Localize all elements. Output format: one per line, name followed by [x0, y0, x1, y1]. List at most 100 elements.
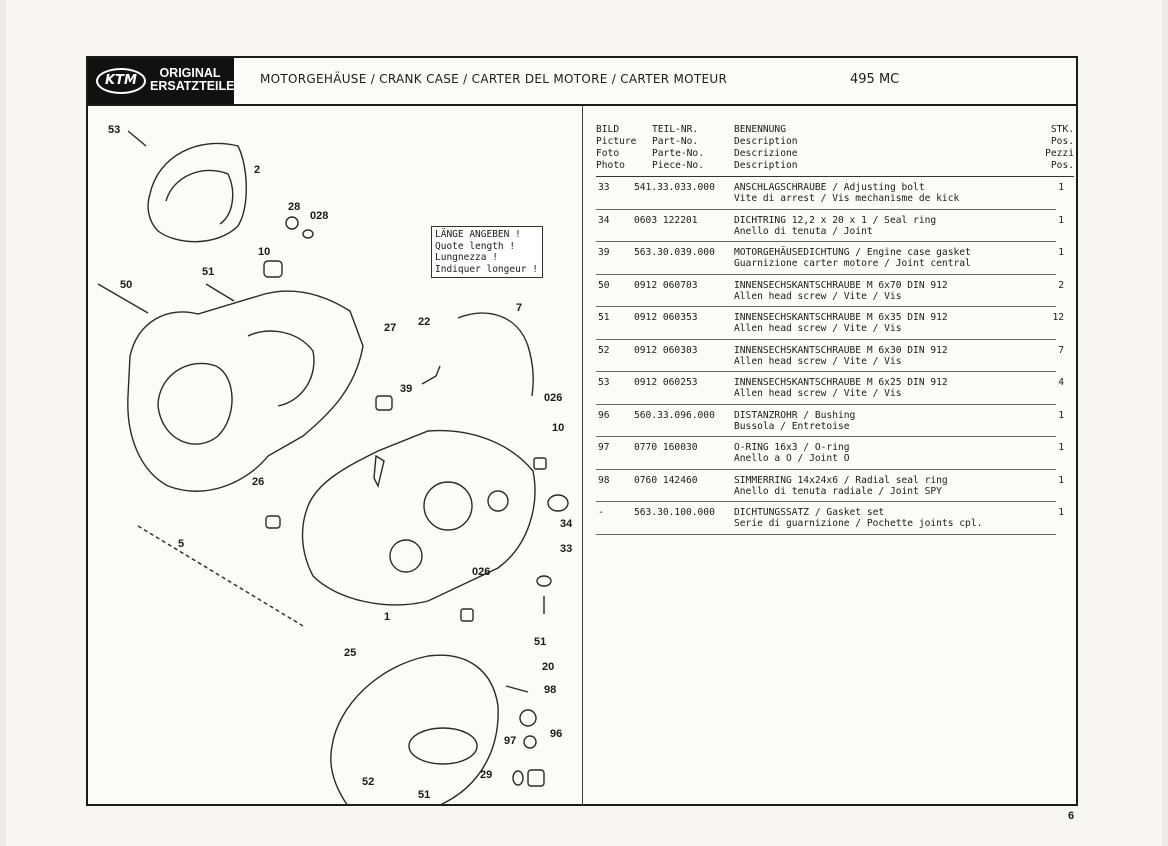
clutch-cover-emblem: [408, 727, 478, 765]
header-picture-de: BILD: [596, 124, 620, 135]
header-quantity: STK. Pos. Pezzi Pos.: [1045, 124, 1074, 172]
callout-28: 28: [288, 201, 301, 213]
parts-table: BILD Picture Foto Photo TEIL-NR. Part-No…: [596, 122, 1074, 535]
row-part-no: 0912 060703: [634, 279, 698, 291]
row-part-no: 563.30.100.000: [634, 507, 715, 518]
left-half-web: [247, 330, 315, 407]
hose-7: [457, 312, 534, 397]
bushing-10-left: [263, 260, 283, 278]
right-half-bore-2: [389, 539, 423, 573]
header-picture: BILD Picture Foto Photo: [596, 124, 636, 172]
row-desc-line-1: SIMMERRING 14x24x6 / Radial seal ring: [734, 474, 948, 486]
callout-026-upper: 026: [544, 392, 563, 404]
callout-1: 1: [384, 611, 391, 623]
row-desc-line-1: INNENSECHSKANTSCHRAUBE M 6x70 DIN 912: [734, 279, 948, 291]
cover-2-shape: [147, 142, 247, 243]
part-20: [519, 709, 537, 727]
row-picture: 96: [598, 409, 610, 421]
part-28: [285, 216, 299, 230]
row-part-no: 0770 160030: [634, 442, 698, 453]
row-desc-line-1: INNENSECHSKANTSCHRAUBE M 6x35 DIN 912: [734, 312, 948, 323]
header-description: BENENNUNG Description Descrizione Descri…: [734, 124, 798, 172]
header-qty-fr: Pos.: [1050, 160, 1074, 171]
note-line-2: Quote length !: [435, 240, 516, 252]
row-desc-line-1: ANSCHLAGSCHRAUBE / Adjusting bolt: [734, 182, 925, 193]
callout-52: 52: [362, 776, 375, 788]
row-desc-line-2: Vite di arrest / Vis mechanisme de kick: [734, 193, 960, 204]
part-026-upper: [533, 457, 547, 470]
table-row: 53 0912 060253 INNENSECHSKANTSCHRAUBE M 6x…: [596, 372, 1064, 405]
header-desc-de: BENENNUNG: [734, 124, 786, 135]
header-picture-fr: Photo: [596, 160, 625, 171]
callout-51-top: 51: [202, 266, 215, 278]
table-row: 34 0603 122201 DICHTRING 12,2 x 20 x 1 / S…: [596, 210, 1064, 242]
callout-97: 97: [504, 735, 517, 747]
row-part-no: 560.33.096.000: [634, 409, 715, 421]
part-26: [265, 515, 281, 529]
bushing-27: [375, 395, 393, 411]
exploded-diagram: LÄNGE ANGEBEN ! Quote length ! Lungnezza…: [88, 106, 582, 806]
row-desc-line-1: DICHTRING 12,2 x 20 x 1 / Seal ring: [734, 214, 937, 226]
row-desc-line-2: Anello di tenuta / Joint: [734, 225, 873, 237]
length-note-box: LÄNGE ANGEBEN ! Quote length ! Lungnezza…: [431, 226, 543, 278]
row-description: MOTORGEHÄUSEDICHTUNG / Engine case gaske…: [734, 247, 971, 269]
row-desc-line-1: DICHTUNGSSATZ / Gasket set: [734, 507, 885, 518]
header-qty-it: Pezzi: [1045, 148, 1074, 159]
logo-line-1: ORIGINAL: [159, 66, 221, 80]
row-desc-line-1: INNENSECHSKANTSCHRAUBE M 6x25 DIN 912: [734, 377, 948, 388]
row-picture: 50: [598, 279, 610, 291]
right-half-bore-1: [423, 481, 473, 531]
screw-53: [127, 130, 147, 147]
page-number: 6: [1068, 810, 1075, 822]
crankcase-right-half: [301, 429, 536, 606]
note-line-3: Lungnezza !: [435, 252, 498, 263]
clutch-cover-25: [330, 654, 499, 806]
crankcase-drawing: [97, 130, 569, 806]
ktm-logo-oval: KTM: [96, 68, 146, 94]
row-part-no: 0603 122201: [634, 214, 698, 226]
row-picture: 51: [598, 312, 610, 323]
row-picture: 53: [598, 377, 610, 388]
row-picture: 39: [598, 247, 610, 258]
row-desc-line-2: Allen head screw / Vite / Vis: [734, 290, 902, 302]
header-qty-en: Pos.: [1050, 136, 1074, 147]
gasket-39: [373, 454, 385, 489]
logo-line-2: ERSATZTEILE: [150, 79, 235, 93]
row-part-no: 0912 060253: [634, 377, 698, 388]
left-half-bore: [157, 362, 233, 445]
ktm-logo: KTM ORIGINAL ERSATZTEILE: [88, 58, 235, 104]
row-quantity: 1: [1058, 474, 1064, 486]
callout-10-right: 10: [552, 422, 565, 434]
header-desc-en: Description: [734, 136, 798, 147]
row-desc-line-2: Anello a O / Joint O: [734, 453, 850, 464]
header-picture-it: Foto: [596, 148, 620, 159]
elbow-22: [421, 365, 441, 385]
row-desc-line-2: Bussola / Entretoise: [734, 420, 850, 432]
header-part-de: TEIL-NR.: [652, 124, 699, 135]
header-picture-en: Picture: [596, 136, 637, 147]
row-desc-line-2: Allen head screw / Vite / Vis: [734, 323, 902, 334]
row-desc-line-2: Allen head screw / Vite / Vis: [734, 388, 902, 399]
callout-7: 7: [516, 302, 523, 314]
row-picture: 34: [598, 214, 610, 226]
page-title: MOTORGEHÄUSE / CRANK CASE / CARTER DEL M…: [260, 72, 728, 86]
row-quantity: 1: [1058, 214, 1064, 226]
crankcase-left-half: [127, 290, 364, 492]
callout-27: 27: [384, 322, 397, 334]
note-line-4: Indiquer longeur !: [435, 263, 538, 275]
callout-51-right: 51: [534, 636, 547, 648]
row-part-no: 0760 142460: [634, 474, 698, 486]
logo-text: ORIGINAL ERSATZTEILE: [150, 66, 235, 93]
o-ring-97: [512, 770, 524, 786]
cover-2-inner: [165, 169, 234, 225]
